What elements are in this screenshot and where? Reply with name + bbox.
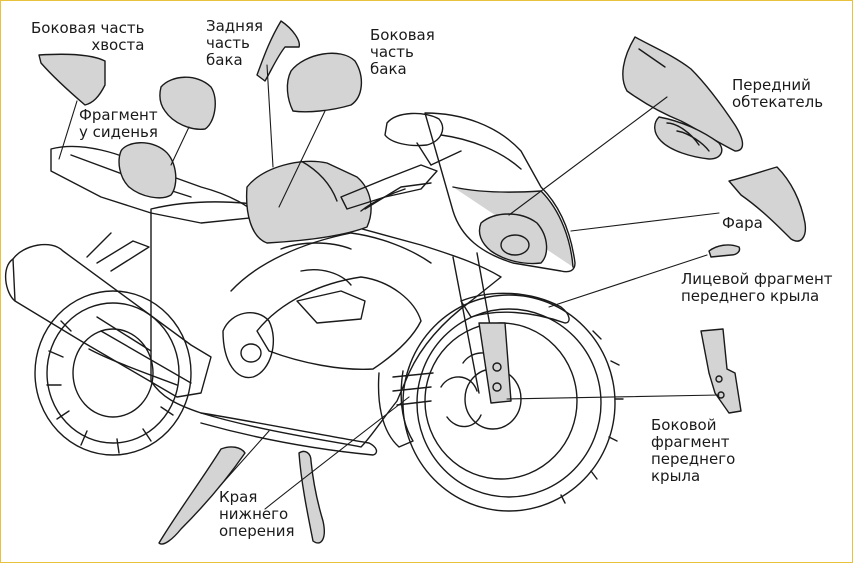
upper-fairing	[424, 112, 576, 273]
label-line: обтекатель	[732, 93, 824, 111]
label-line: Передний	[732, 76, 811, 94]
label-line: Боковая	[370, 26, 435, 44]
rear-exhaust	[5, 232, 212, 398]
part-front-fairing	[622, 36, 744, 152]
label-line: Боковой	[651, 416, 717, 434]
leader-lines	[58, 64, 720, 510]
part-fairing-lens	[654, 116, 723, 160]
label-line: переднего крыла	[681, 287, 820, 305]
front-fender	[460, 292, 570, 404]
rear-tail	[50, 142, 260, 224]
part-headlight	[728, 166, 807, 242]
label-front-fender-side: Боковой фрагмент переднего крыла	[651, 417, 735, 485]
label-line: крыла	[651, 467, 701, 485]
label-front-fender-face: Лицевой фрагмент переднего крыла	[681, 271, 833, 305]
main-fairing	[150, 201, 502, 456]
label-line: бака	[370, 60, 407, 78]
label-front-fairing: Передний обтекатель	[732, 77, 823, 111]
label-line: Лицевой фрагмент	[681, 270, 833, 288]
rear-wheel	[34, 290, 192, 456]
label-headlight: Фара	[722, 215, 763, 232]
label-seat-fragment: Фрагмент у сиденья	[79, 107, 158, 141]
label-line: фрагмент	[651, 433, 730, 451]
fuel-tank	[245, 160, 372, 244]
label-lower-fin-edges: Края нижнего оперения	[219, 489, 295, 540]
label-line: Фара	[722, 214, 763, 232]
front-fork	[377, 252, 502, 448]
part-seat-fragment	[159, 76, 216, 130]
label-line: бака	[206, 51, 243, 69]
label-line: Края	[219, 488, 258, 506]
label-line: хвоста	[91, 36, 145, 54]
exploded-parts	[38, 20, 807, 545]
part-tank-side	[286, 52, 362, 113]
label-line: Боковая часть	[31, 19, 145, 37]
label-line: часть	[370, 43, 414, 61]
label-tail-side: Боковая часть хвоста	[31, 20, 144, 54]
part-fender-side	[700, 328, 742, 414]
mirror	[384, 112, 444, 166]
label-line: Задняя	[206, 17, 264, 35]
part-lower-fin-left	[158, 446, 246, 545]
handlebars	[340, 150, 462, 212]
front-wheel	[402, 294, 624, 512]
label-tank-side: Боковая часть бака	[370, 27, 435, 78]
part-tail-side	[38, 53, 106, 106]
part-fender-face	[708, 244, 741, 258]
label-line: нижнего	[219, 505, 289, 523]
label-line: оперения	[219, 522, 295, 540]
part-lower-fin-right	[298, 450, 325, 544]
label-tank-rear: Задняя часть бака	[206, 18, 263, 69]
label-line: Фрагмент	[79, 106, 158, 124]
label-line: у сиденья	[79, 123, 158, 141]
label-line: часть	[206, 34, 250, 52]
label-line: переднего	[651, 450, 736, 468]
